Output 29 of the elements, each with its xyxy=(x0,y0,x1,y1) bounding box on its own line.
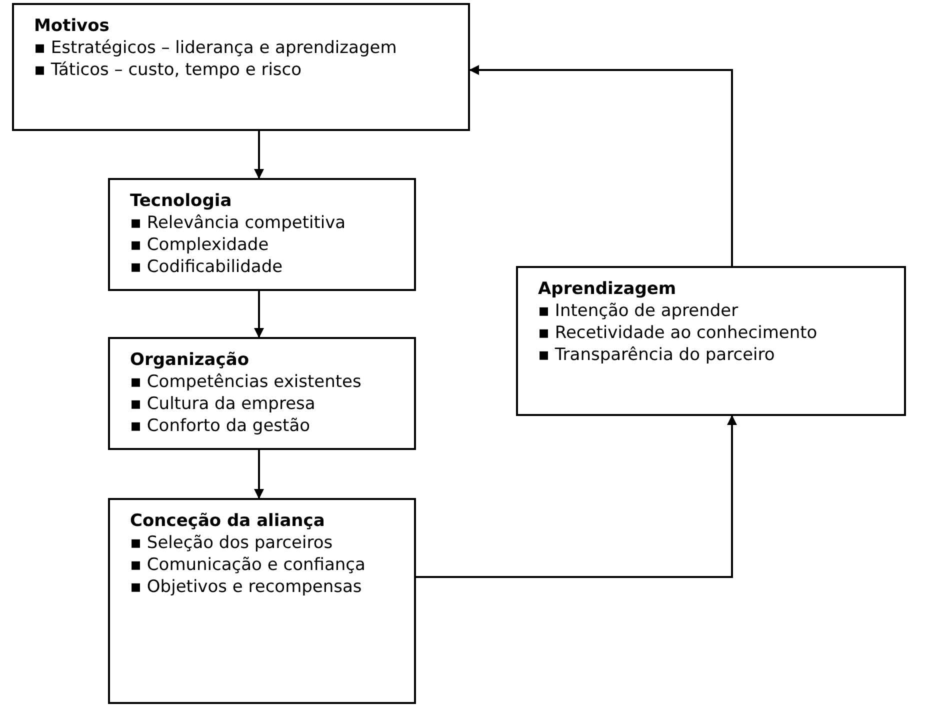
bullet-item: ▪ Cultura da empresa xyxy=(130,393,316,415)
arrow xyxy=(254,450,264,499)
box-heading: Organização xyxy=(130,349,250,371)
bullet-item: ▪ Recetividade ao conhecimento xyxy=(538,322,818,344)
arrow xyxy=(416,415,737,578)
bullet-item: ▪ Seleção dos parceiros xyxy=(130,532,334,554)
bullet-item: ▪ Transparência do parceiro xyxy=(538,344,776,366)
arrow xyxy=(254,291,264,338)
bullet-item: ▪ Relevância competitiva xyxy=(130,212,347,234)
bullet-item: ▪ Objetivos e recompensas xyxy=(130,576,363,598)
bullet-item: ▪ Conforto da gestão xyxy=(130,415,312,437)
box-heading: Tecnologia xyxy=(130,190,233,212)
box-heading: Aprendizagem xyxy=(538,278,678,300)
process-box xyxy=(12,3,470,131)
bullet-item: ▪ Codificabilidade xyxy=(130,256,284,278)
process-box xyxy=(108,498,416,704)
box-heading: Motivos xyxy=(34,15,110,37)
process-box xyxy=(108,178,416,291)
bullet-item: ▪ Competências existentes xyxy=(130,371,362,393)
arrow xyxy=(254,131,264,179)
bullet-item: ▪ Intenção de aprender xyxy=(538,300,740,322)
bullet-item: ▪ Comunicação e confiança xyxy=(130,554,366,576)
process-box xyxy=(108,337,416,450)
arrow xyxy=(469,65,733,266)
bullet-item: ▪ Táticos – custo, tempo e risco xyxy=(34,59,303,81)
bullet-item: ▪ Complexidade xyxy=(130,234,270,256)
bullet-item: ▪ Estratégicos – liderança e aprendizagem xyxy=(34,37,398,59)
process-box xyxy=(516,266,906,416)
box-heading: Conceção da aliança xyxy=(130,510,326,532)
